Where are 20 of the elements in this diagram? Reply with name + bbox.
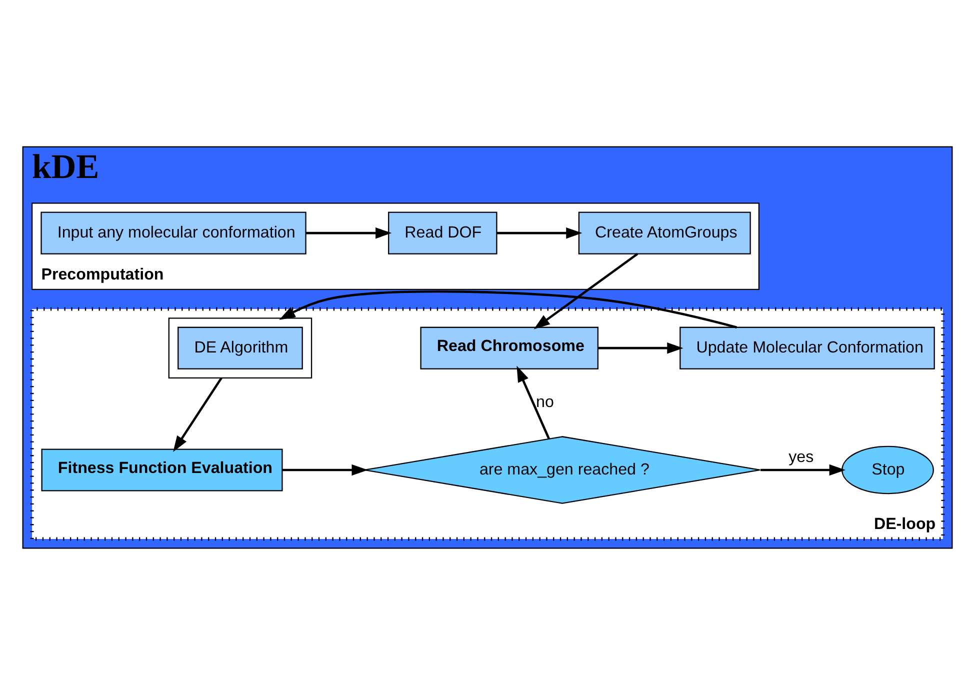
node-diamond: are max_gen reached ?	[364, 436, 761, 504]
node-box: Input any molecular conformation	[40, 212, 306, 254]
node-box: DE Algorithm	[178, 326, 303, 370]
arrow	[306, 227, 392, 239]
arrow	[760, 464, 846, 476]
arrow	[534, 252, 638, 330]
node-box: Fitness Function Evaluation	[41, 448, 283, 492]
edge-label: yes	[788, 448, 814, 466]
arrow	[173, 377, 222, 452]
node-box: Read Chromosome	[420, 326, 598, 370]
node-box: Create AtomGroups	[578, 212, 751, 254]
arrow	[516, 366, 550, 440]
node-box: Update Molecular Conformation	[680, 326, 935, 370]
cluster	[168, 318, 312, 379]
arrow	[598, 342, 684, 354]
arrow	[496, 227, 582, 239]
node-box: Read DOF	[388, 212, 498, 254]
arrow	[282, 464, 368, 476]
node-ellipse: Stop	[842, 446, 934, 494]
edge-label: no	[536, 392, 554, 411]
